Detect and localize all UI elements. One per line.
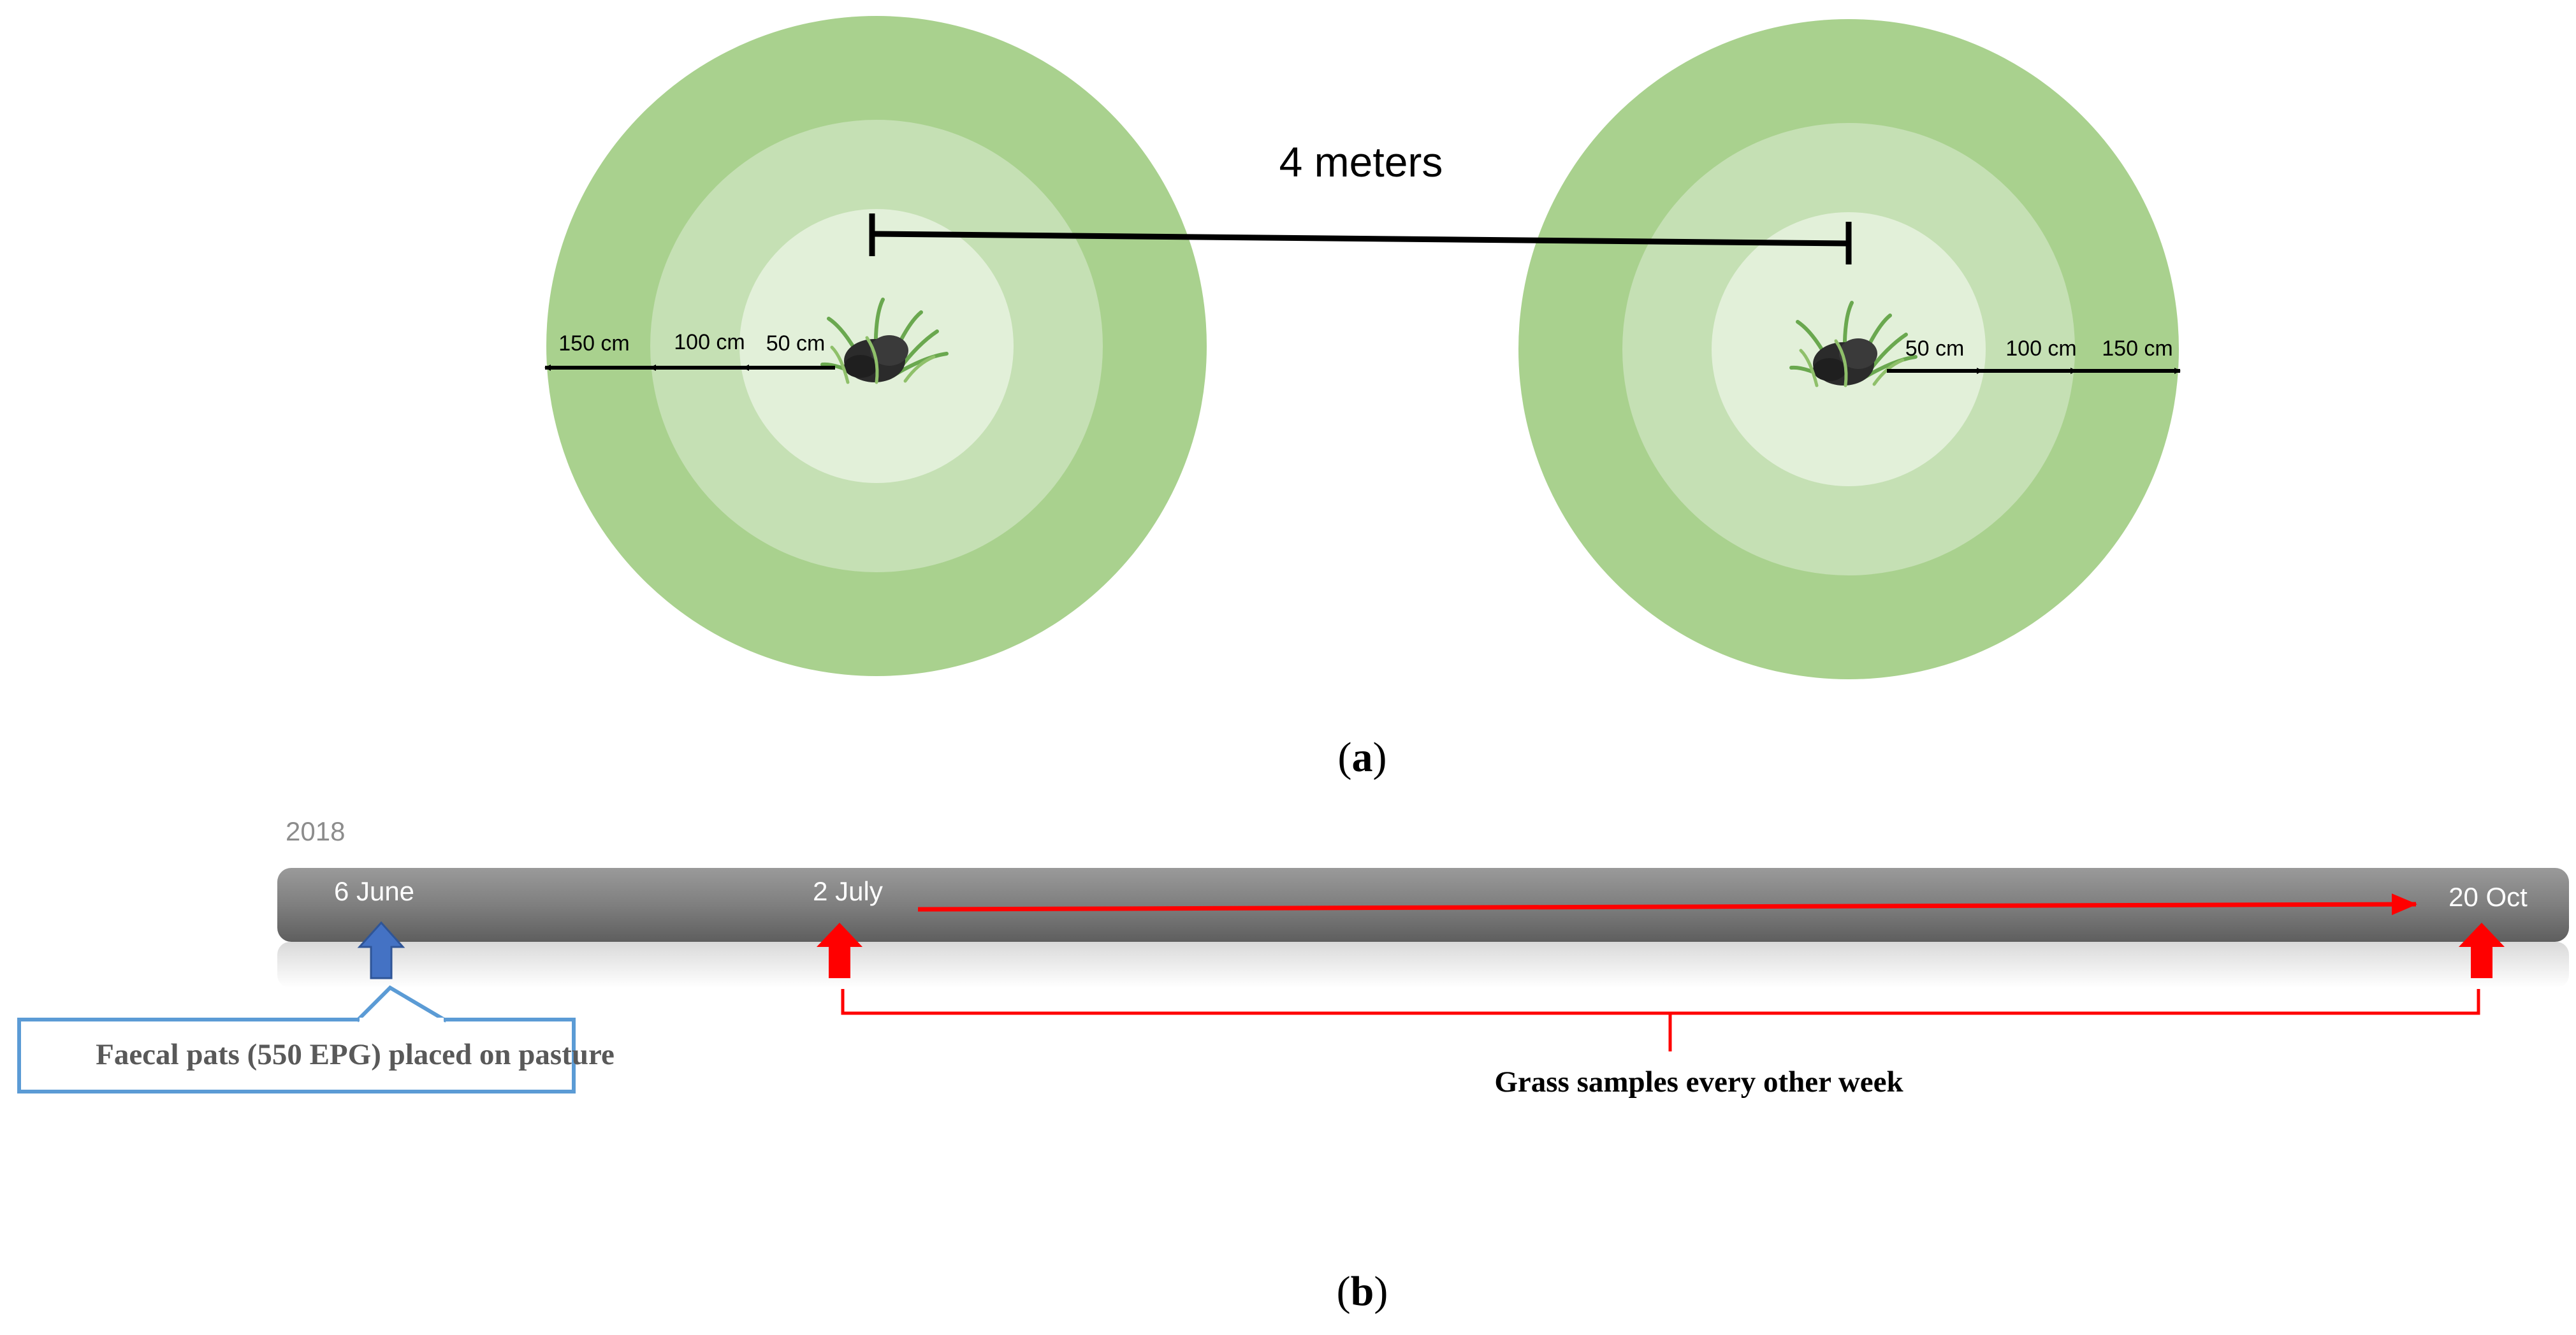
timeline-mid-label: 2 July bbox=[813, 876, 883, 906]
pat-placement-callout: Faecal pats (550 EPG) placed on pasture bbox=[17, 985, 615, 1093]
caption-a: (a) bbox=[1338, 734, 1387, 781]
brace-label: Grass samples every other week bbox=[1494, 1065, 1903, 1099]
callout-text: Faecal pats (550 EPG) placed on pasture bbox=[96, 1038, 615, 1071]
caption-b-letter: b bbox=[1351, 1268, 1374, 1315]
distance-label: 4 meters bbox=[1279, 138, 1443, 185]
right-label-50: 50 cm bbox=[1905, 336, 1965, 361]
caption-b-open: ( bbox=[1337, 1268, 1351, 1315]
sampling-brace bbox=[841, 989, 2480, 1051]
panel-b: 2018 6 June 2 July 20 Oct Faecal pats (5… bbox=[17, 816, 2569, 1315]
distance-bar bbox=[869, 213, 1852, 264]
caption-a-close: ) bbox=[1373, 734, 1387, 781]
panel-a: 4 meters bbox=[544, 16, 2181, 781]
timeline-shadow bbox=[277, 942, 2569, 988]
timeline-bar bbox=[277, 868, 2569, 942]
timeline-start-label: 6 June bbox=[334, 876, 414, 906]
right-label-150: 150 cm bbox=[2102, 336, 2173, 361]
left-label-100: 100 cm bbox=[674, 330, 745, 354]
year-label: 2018 bbox=[286, 816, 345, 846]
left-label-50: 50 cm bbox=[766, 331, 826, 356]
first-sample-arrow-icon bbox=[817, 923, 862, 978]
left-faecal-pat-icon bbox=[820, 298, 949, 384]
pat-placement-arrow-icon bbox=[357, 921, 405, 979]
left-label-150: 150 cm bbox=[558, 331, 630, 356]
timeline-end-label: 20 Oct bbox=[2449, 882, 2528, 912]
right-faecal-pat-icon bbox=[1789, 301, 1917, 387]
caption-a-letter: a bbox=[1352, 734, 1373, 781]
sampling-period-arrow bbox=[917, 893, 2417, 916]
right-label-100: 100 cm bbox=[2005, 336, 2077, 361]
caption-a-open: ( bbox=[1338, 734, 1352, 781]
last-sample-arrow-icon bbox=[2459, 923, 2505, 978]
caption-b-close: ) bbox=[1374, 1268, 1388, 1315]
caption-b: (b) bbox=[1337, 1268, 1388, 1315]
